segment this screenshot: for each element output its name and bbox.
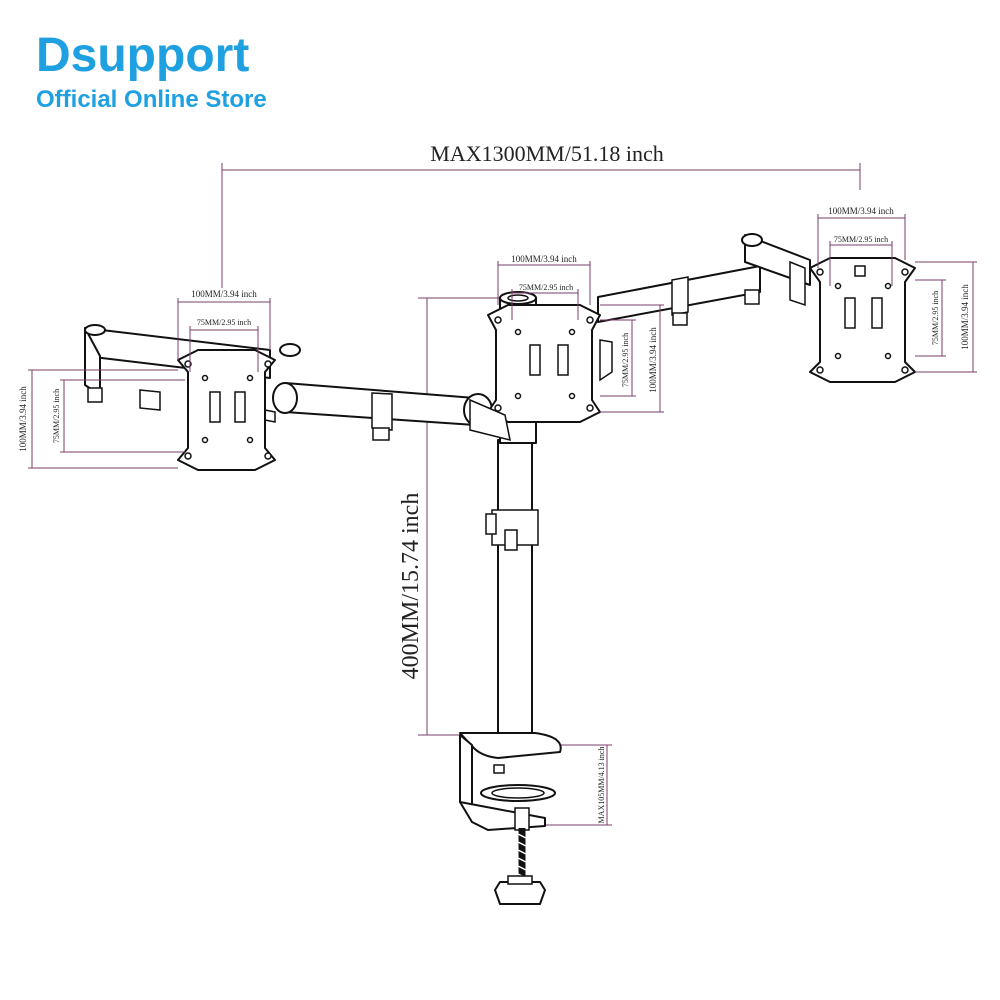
brand-logo: Dsupport Official Online Store — [36, 30, 267, 114]
center-vesa-75-h: 75MM/2.95 inch — [519, 283, 573, 292]
left-vesa-dimensions: 100MM/3.94 inch 75MM/2.95 inch 100MM/3.9… — [18, 289, 271, 469]
left-vesa-100-h: 100MM/3.94 inch — [191, 289, 257, 299]
max-span-dimension: MAX1300MM/51.18 inch — [221, 141, 861, 288]
brand-subtitle: Official Online Store — [36, 86, 267, 113]
center-vesa-75-v: 75MM/2.95 inch — [621, 333, 630, 387]
left-vesa-100-v: 100MM/3.94 inch — [18, 386, 28, 452]
pole-height-dimension: 400MM/15.74 inch — [398, 297, 500, 736]
brand-name: Dsupport — [36, 29, 250, 82]
left-arm — [272, 382, 493, 441]
right-arm — [597, 265, 761, 326]
center-vesa-dimensions: 100MM/3.94 inch 75MM/2.95 inch 100MM/3.9… — [497, 254, 664, 413]
max-span-label: MAX1300MM/51.18 inch — [430, 141, 663, 166]
clamp-dimension: MAX105MM/4.13 inch — [545, 744, 612, 826]
clamp-knob — [494, 881, 546, 905]
right-vesa-plate — [809, 257, 916, 383]
right-vesa-75-v: 75MM/2.95 inch — [931, 291, 940, 345]
right-vesa-dimensions: 100MM/3.94 inch 75MM/2.95 inch 100MM/3.9… — [817, 206, 977, 373]
clamp-max-label: MAX105MM/4.13 inch — [597, 747, 606, 824]
left-vesa-75-h: 75MM/2.95 inch — [197, 318, 251, 327]
center-vesa-100-h: 100MM/3.94 inch — [511, 254, 577, 264]
center-vesa-100-v: 100MM/3.94 inch — [648, 327, 658, 393]
left-vesa-plate — [177, 349, 276, 471]
center-vesa-plate — [469, 304, 613, 442]
right-vesa-100-v: 100MM/3.94 inch — [960, 284, 970, 350]
desk-clamp — [459, 732, 562, 905]
right-monitor-arm — [741, 233, 811, 307]
right-vesa-75-h: 75MM/2.95 inch — [834, 235, 888, 244]
right-vesa-100-h: 100MM/3.94 inch — [828, 206, 894, 216]
pole — [485, 439, 539, 746]
left-vesa-75-v: 75MM/2.95 inch — [52, 389, 61, 443]
pole-height-label: 400MM/15.74 inch — [398, 493, 424, 680]
